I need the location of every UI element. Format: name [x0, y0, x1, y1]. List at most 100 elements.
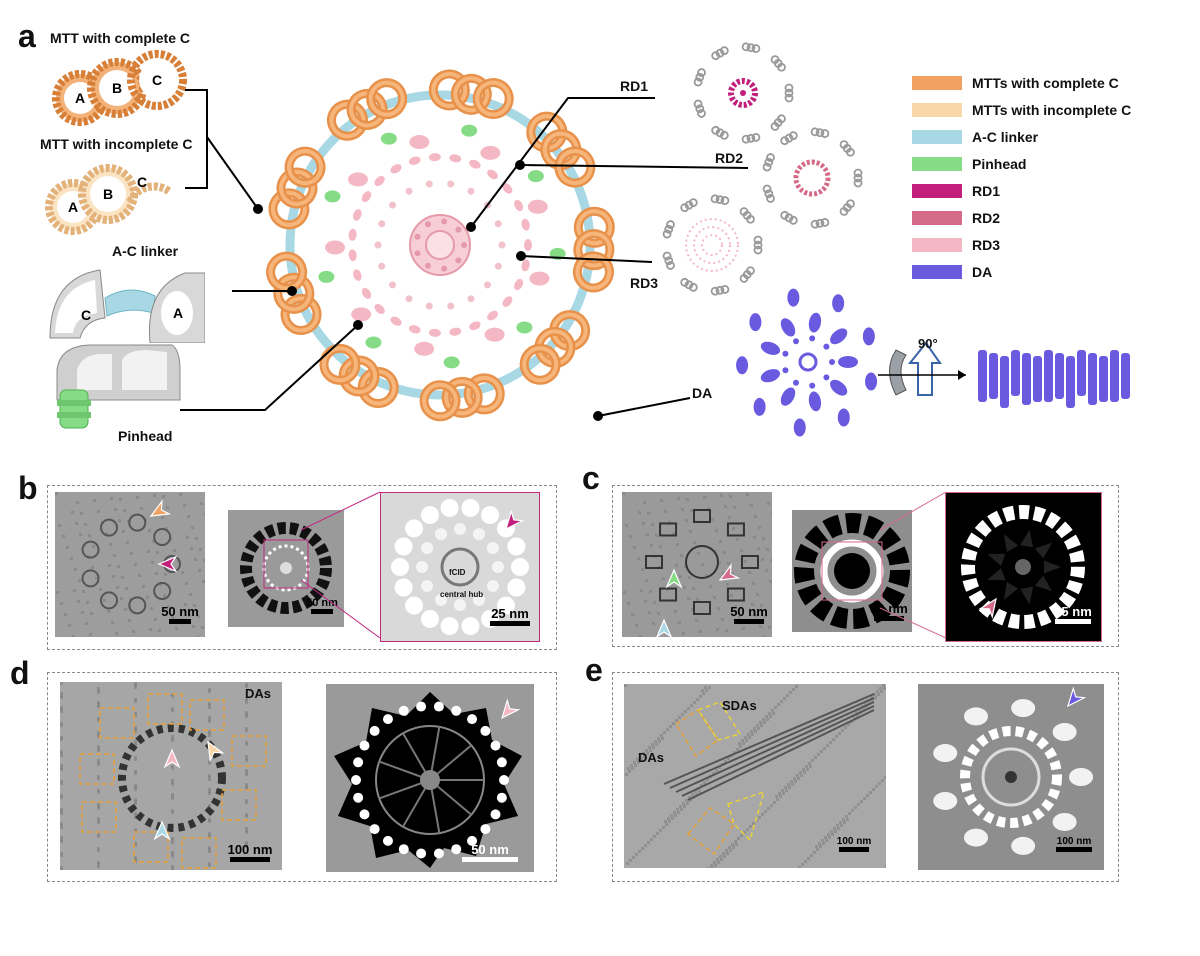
micrograph-image: [60, 682, 267, 870]
label-fcid: fCID: [449, 568, 466, 577]
rotation-arrow-icon: [878, 341, 966, 396]
label-rd1: RD1: [620, 78, 649, 94]
panel-d-average: [326, 684, 534, 872]
panel-d-tomogram: [60, 682, 282, 870]
micrograph-image: [240, 522, 332, 614]
scale-label: 25 nm: [491, 606, 529, 621]
label-mtt-complete: MTT with complete C: [50, 30, 190, 46]
tubule-a-label: A: [173, 305, 183, 321]
scale-label: 50 nm: [306, 597, 338, 609]
legend-label: RD1: [972, 183, 1001, 199]
micrograph-image: [933, 686, 1093, 855]
ac-linker-illustration: C A: [45, 258, 205, 343]
label-da: DA: [692, 385, 713, 401]
tubule-c-label: C: [137, 174, 147, 190]
scale-label: 100 nm: [836, 836, 872, 847]
panel-label-b: b: [18, 470, 38, 506]
label-rotation-90: 90°: [918, 336, 938, 351]
panel-b-frame: [47, 485, 557, 650]
panel-d-frame: [47, 672, 557, 882]
panel-c-tomogram: [622, 492, 772, 637]
scale-label: 50 nm: [870, 601, 908, 616]
legend-swatch: [912, 130, 962, 144]
legend-label: MTTs with incomplete C: [972, 102, 1132, 118]
micrograph-image: [794, 513, 910, 629]
panel-label-c: c: [582, 460, 600, 496]
panel-c-scale-1: 50 nm: [726, 604, 772, 624]
label-rd2: RD2: [715, 150, 744, 166]
da-map: [736, 288, 878, 437]
panel-label-a: a: [18, 18, 36, 54]
panel-b-scale-2: 50 nm: [300, 597, 344, 614]
legend-swatch: [912, 76, 962, 90]
legend-swatch: [912, 157, 962, 171]
label-das-d: DAs: [245, 686, 272, 701]
rd3-map: [662, 194, 763, 296]
label-rd3: RD3: [630, 275, 659, 291]
micrograph-image: [334, 692, 522, 868]
micrograph-image: [624, 684, 886, 868]
rd1-map: [693, 42, 794, 144]
panel-e-frame: [612, 672, 1119, 882]
legend-label: RD2: [972, 210, 1001, 226]
mtt-incomplete-triplet-illustration: A B C: [45, 164, 173, 235]
mtt-complete-triplet-illustration: A B C: [52, 50, 187, 126]
tubule-b-label: B: [103, 186, 113, 202]
panel-b-tomogram: [55, 492, 205, 637]
micrograph-image: [961, 505, 1085, 629]
scale-label: 100 nm: [1056, 836, 1092, 847]
legend-swatch: [912, 238, 962, 252]
legend-swatch: [912, 184, 962, 198]
legend-swatch: [912, 103, 962, 117]
basal-body-map: [266, 69, 615, 422]
tubule-a-label: A: [75, 90, 85, 106]
tubule-c-label: C: [152, 72, 162, 88]
panel-b-zoom-lines: [300, 491, 381, 639]
panel-e-average: [918, 684, 1104, 870]
scale-label: 50 nm: [161, 604, 199, 619]
pinhead-illustration: [56, 344, 181, 429]
panel-c-zoom-lines: [879, 491, 947, 639]
tubule-a-label: A: [68, 199, 78, 215]
legend-label: A-C linker: [972, 129, 1039, 145]
panel-e-tomogram: [624, 684, 886, 868]
panel-e-scale-2: 100 nm: [1050, 836, 1098, 852]
label-mtt-incomplete: MTT with incomplete C: [40, 136, 193, 152]
tubule-c-label: C: [81, 307, 91, 323]
label-central-hub: central hub: [440, 590, 484, 599]
label-das-e: DAs: [638, 750, 665, 765]
panel-b-zoom: [380, 492, 540, 642]
legend-label: MTTs with complete C: [972, 75, 1119, 91]
micrograph-image: [391, 498, 529, 636]
legend-swatch: [912, 211, 962, 225]
rd2-map: [762, 127, 863, 229]
scale-label: 100 nm: [227, 842, 273, 857]
panel-c-average: [792, 510, 912, 632]
panel-c-frame: [612, 485, 1119, 647]
legend-label: RD3: [972, 237, 1001, 253]
panel-e-scale-1: 100 nm: [830, 836, 878, 852]
legend-swatch: [912, 265, 962, 279]
micrograph-image: [55, 492, 205, 637]
legend-label: DA: [972, 264, 993, 280]
scale-label: 50 nm: [730, 604, 768, 619]
panel-c-zoom: [945, 492, 1102, 642]
micrograph-image: [622, 492, 772, 637]
scale-label: 25 nm: [1054, 604, 1092, 619]
panel-d-scale-1: 100 nm: [222, 842, 278, 862]
label-ac-linker: A-C linker: [112, 243, 179, 259]
panel-d-scale-2: 50 nm: [458, 842, 522, 862]
label-pinhead: Pinhead: [118, 428, 173, 444]
scale-label: 50 nm: [471, 842, 509, 857]
panel-c-scale-3: 25 nm: [1048, 604, 1098, 624]
panel-c-scale-2: 50 nm: [866, 601, 912, 621]
panel-b-scale-1: 50 nm: [155, 604, 205, 624]
panel-b-average: [228, 510, 344, 627]
legend-label: Pinhead: [972, 156, 1027, 172]
da-side-view: [978, 350, 1130, 408]
panel-label-d: d: [10, 655, 30, 691]
tubule-b-label: B: [112, 80, 122, 96]
panel-label-e: e: [585, 652, 603, 688]
panel-b-scale-3: 25 nm: [484, 606, 536, 626]
label-sdas: SDAs: [722, 698, 757, 713]
